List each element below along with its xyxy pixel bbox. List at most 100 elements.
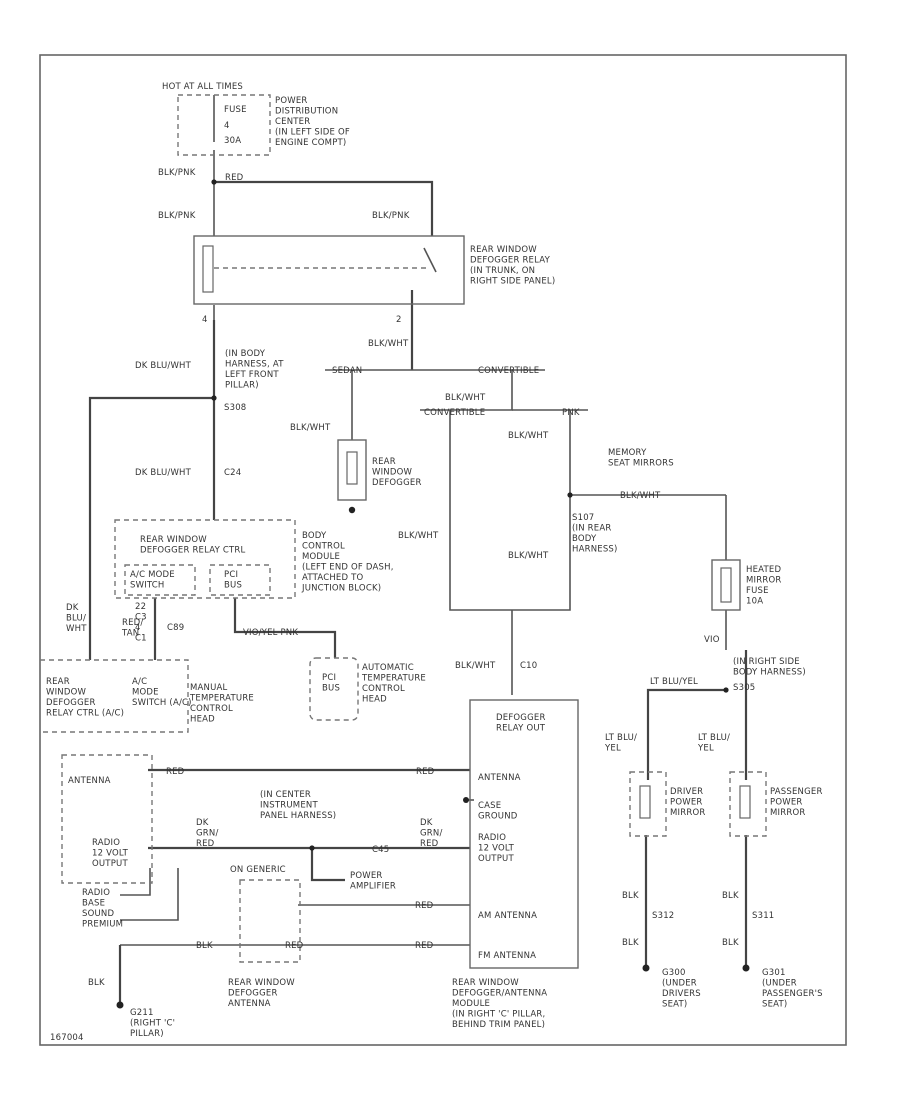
label-vio-yel-pnk: VIO/YEL PNK: [243, 628, 298, 638]
label-bcm-outer-line-2: CONTROL: [302, 542, 345, 552]
label-blk: BLK: [196, 941, 213, 951]
label-g300-line-2: (UNDER: [662, 979, 697, 989]
label-pins-c3-line-3: 4: [135, 623, 141, 633]
wire-convertible-a: [420, 370, 513, 411]
passenger-mirror-box: [729, 771, 767, 837]
rear-window-defogger-element: [346, 451, 358, 485]
label-driver-mirror-line-2: POWER: [670, 798, 703, 808]
label-rear-window-ctrl-line-2: WINDOW: [46, 688, 87, 698]
label-module-line-2: DEFOGGER/ANTENNA: [452, 989, 547, 999]
wire-dk-blu-wht-branch: [88, 396, 214, 660]
rear-window-defogger: [337, 439, 367, 501]
label-g301-line-4: SEAT): [762, 1000, 787, 1010]
label-relay-line-3: (IN TRUNK, ON: [470, 266, 535, 276]
label-case-ground-line-2: GROUND: [478, 812, 518, 822]
wire-pci-bus: [233, 598, 337, 658]
bcm-box: [114, 519, 296, 599]
label-convertible2: CONVERTIBLE: [424, 408, 485, 418]
label-defogger-relay-out-line-2: RELAY OUT: [496, 724, 546, 734]
label-c10: C10: [520, 661, 537, 671]
label-driver-mirror-line-3: MIRROR: [670, 808, 705, 818]
label-pins-c3-line-2: C3: [135, 613, 147, 623]
wire-red: [214, 180, 434, 236]
label-case-ground-line-1: CASE: [478, 801, 501, 811]
label-blk-pnk-right: BLK/PNK: [372, 211, 410, 221]
label-dk-blu-wht-c-line-3: WHT: [66, 624, 87, 634]
wire-power-amp: [310, 848, 345, 882]
label-convertible: CONVERTIBLE: [478, 366, 539, 376]
label-g300-line-1: G300: [662, 968, 686, 978]
splice-s305: [723, 687, 729, 693]
rear-window-antenna-box: [239, 879, 301, 963]
label-module-line-5: BEHIND TRIM PANEL): [452, 1020, 545, 1030]
label-red-tan-line-1: RED/: [122, 618, 144, 628]
label-blk-wht-f: BLK/WHT: [398, 531, 439, 541]
label-blk-pnk-top: BLK/PNK: [158, 168, 196, 178]
label-defogger-relay-out-line-1: DEFOGGER: [496, 713, 546, 723]
label-module-line-4: (IN RIGHT 'C' PILLAR,: [452, 1010, 545, 1020]
label-dk-grn-red-a-line-3: RED: [196, 839, 215, 849]
fuse-box: [177, 94, 271, 156]
label-radio-left-line-2: 12 VOLT: [92, 849, 129, 859]
label-manual-temp-line-2: TEMPERATURE: [189, 694, 254, 704]
label-pdc-line-5: ENGINE COMPT): [275, 138, 346, 148]
bcm-inner-ac: [124, 564, 196, 596]
label-ac-mode-switch-line-1: A/C: [132, 677, 147, 687]
label-radio-base-line-3: SOUND: [82, 909, 114, 919]
label-blk-i: BLK: [722, 938, 739, 948]
label-heated-mirror-line-1: HEATED: [746, 565, 781, 575]
label-g211-line-2: (RIGHT 'C': [130, 1019, 175, 1029]
label-module-line-3: MODULE: [452, 999, 490, 1009]
heated-mirror-fuse: [711, 559, 741, 611]
label-ac-mode-line-1: A/C MODE: [130, 570, 175, 580]
label-hot-at-all-times: HOT AT ALL TIMES: [162, 82, 243, 92]
label-s312: S312: [652, 911, 674, 921]
label-bcm-inner-line-2: DEFOGGER RELAY CTRL: [140, 546, 246, 556]
label-lt-blu-yel-c-line-1: LT BLU/: [698, 733, 730, 743]
splice-fuse: [211, 179, 217, 185]
passenger-mirror-motor: [739, 785, 751, 819]
label-blk-pnk-left: BLK/PNK: [158, 211, 196, 221]
label-relay-line-2: DEFOGGER RELAY: [470, 256, 551, 266]
label-radio-12v-line-1: RADIO: [478, 833, 506, 843]
label-heated-mirror-line-4: 10A: [746, 597, 763, 607]
label-lt-blu-yel-b-line-1: LT BLU/: [605, 733, 637, 743]
label-pins-c3-line-4: C1: [135, 634, 147, 644]
label-red-c: RED: [415, 901, 434, 911]
label-dk-blu-wht-c-line-2: BLU/: [66, 614, 86, 624]
label-lt-blu-yel-c-line-2: YEL: [697, 744, 714, 754]
label-g301-line-1: G301: [762, 968, 786, 978]
label-blk-wht-e: BLK/WHT: [620, 491, 661, 501]
label-driver-mirror-line-1: DRIVER: [670, 787, 703, 797]
label-c24: C24: [224, 468, 241, 478]
label-blk-wht-b: BLK/WHT: [445, 393, 486, 403]
label-sedan: SEDAN: [332, 366, 362, 376]
label-red-d: RED: [285, 941, 304, 951]
wire-radio-premium: [120, 868, 179, 921]
case-ground-dot: [463, 797, 469, 803]
label-relay-line-1: REAR WINDOW: [470, 245, 537, 255]
label-pnk: PNK: [562, 408, 580, 418]
label-relay-line-4: RIGHT SIDE PANEL): [470, 277, 555, 287]
label-module-line-1: REAR WINDOW: [452, 978, 519, 988]
label-pci-bus-box-line-1: PCI: [322, 673, 336, 683]
label-fuse: FUSE: [224, 105, 247, 115]
label-auto-temp-line-1: AUTOMATIC: [362, 663, 414, 673]
label-red-tan-line-2: TAN: [121, 629, 139, 639]
heated-mirror-fuse-element: [720, 567, 732, 603]
label-blk-wht-a: BLK/WHT: [368, 339, 409, 349]
label-antenna-pin: ANTENNA: [478, 773, 521, 783]
label-pdc-line-1: POWER: [275, 96, 308, 106]
label-dk-blu-wht-c-line-1: DK: [66, 603, 79, 613]
label-right-side-body-line-2: BODY HARNESS): [733, 668, 806, 678]
label-rear-window-ctrl-line-3: DEFOGGER: [46, 698, 96, 708]
label-bcm-outer-line-6: JUNCTION BLOCK): [301, 584, 381, 594]
label-red-a: RED: [166, 767, 185, 777]
radio-box: [61, 754, 153, 884]
label-auto-temp-line-4: HEAD: [362, 695, 387, 705]
label-pci-bus-box-line-2: BUS: [322, 684, 340, 694]
label-body-harness-line-2: HARNESS, AT: [225, 360, 284, 370]
label-on-generic: ON GENERIC: [230, 865, 286, 875]
label-pdc-line-4: (IN LEFT SIDE OF: [275, 128, 350, 138]
